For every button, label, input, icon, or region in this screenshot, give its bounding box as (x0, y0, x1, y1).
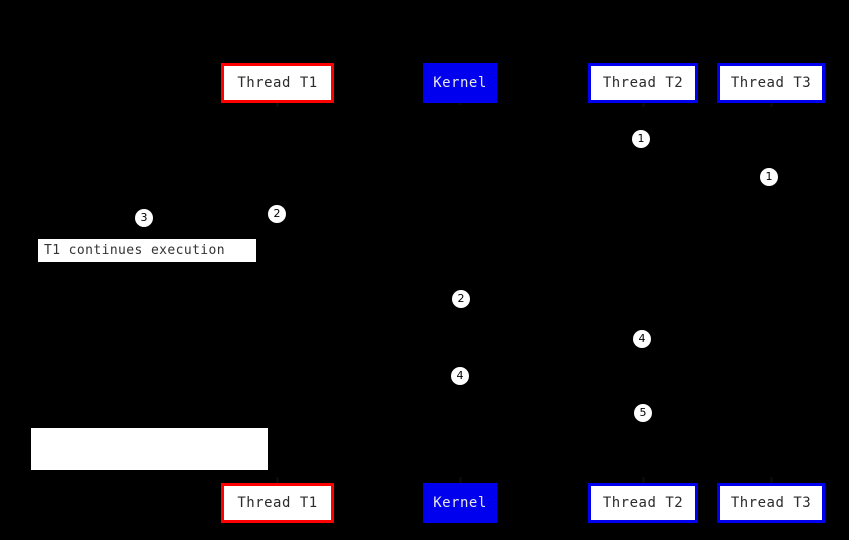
lifeline-thread-t2 (643, 103, 644, 483)
participant-label-thread-t2-top: Thread T2 (602, 75, 684, 91)
step-badge-t1-2: 2 (268, 205, 286, 223)
lifeline-thread-t3 (771, 103, 772, 483)
participant-label-kernel-top: Kernel (433, 75, 487, 91)
note-t1-continues-execution: T1 continues execution (37, 238, 257, 263)
participant-header-kernel[interactable]: Kernel (423, 63, 497, 103)
participant-footer-thread-t1[interactable]: Thread T1 (221, 483, 334, 523)
note-blank-panel (31, 428, 268, 470)
message-arrow-3 (460, 376, 643, 377)
participant-header-thread-t3[interactable]: Thread T3 (717, 63, 825, 103)
participant-label-thread-t2-bottom: Thread T2 (602, 495, 684, 511)
note-text-t1-continues-execution: T1 continues execution (44, 243, 225, 258)
lifeline-stub-kernel-bottom (459, 477, 462, 483)
participant-header-thread-t2[interactable]: Thread T2 (588, 63, 698, 103)
message-arrow-4 (150, 449, 460, 450)
step-badge-t3-1: 1 (760, 168, 778, 186)
lifeline-stub-thread-t1-bottom (276, 477, 279, 483)
participant-label-thread-t3-top: Thread T3 (730, 75, 812, 91)
participant-label-kernel-bottom: Kernel (433, 495, 487, 511)
step-badge-t2-1: 1 (632, 130, 650, 148)
lifeline-stub-thread-t3-bottom (770, 477, 773, 483)
lifeline-stub-thread-t1-top (276, 101, 279, 107)
participant-footer-thread-t2[interactable]: Thread T2 (588, 483, 698, 523)
lifeline-thread-t1 (277, 103, 278, 483)
lifeline-stub-thread-t2-bottom (642, 477, 645, 483)
step-badge-t1-3: 3 (135, 209, 153, 227)
step-badge-t2-4: 4 (633, 330, 651, 348)
participant-footer-kernel[interactable]: Kernel (423, 483, 497, 523)
message-arrow-2 (460, 299, 771, 300)
participant-header-thread-t1[interactable]: Thread T1 (221, 63, 334, 103)
message-arrow-1 (277, 214, 643, 215)
participant-label-thread-t3-bottom: Thread T3 (730, 495, 812, 511)
participant-footer-thread-t3[interactable]: Thread T3 (717, 483, 825, 523)
step-badge-t2-5: 5 (634, 404, 652, 422)
participant-label-thread-t1-bottom: Thread T1 (237, 495, 318, 511)
step-badge-kernel-4: 4 (451, 367, 469, 385)
participant-label-thread-t1-top: Thread T1 (237, 75, 318, 91)
step-badge-kernel-2: 2 (452, 290, 470, 308)
lifeline-stub-thread-t3-top (770, 101, 773, 107)
lifeline-stub-thread-t2-top (642, 101, 645, 107)
